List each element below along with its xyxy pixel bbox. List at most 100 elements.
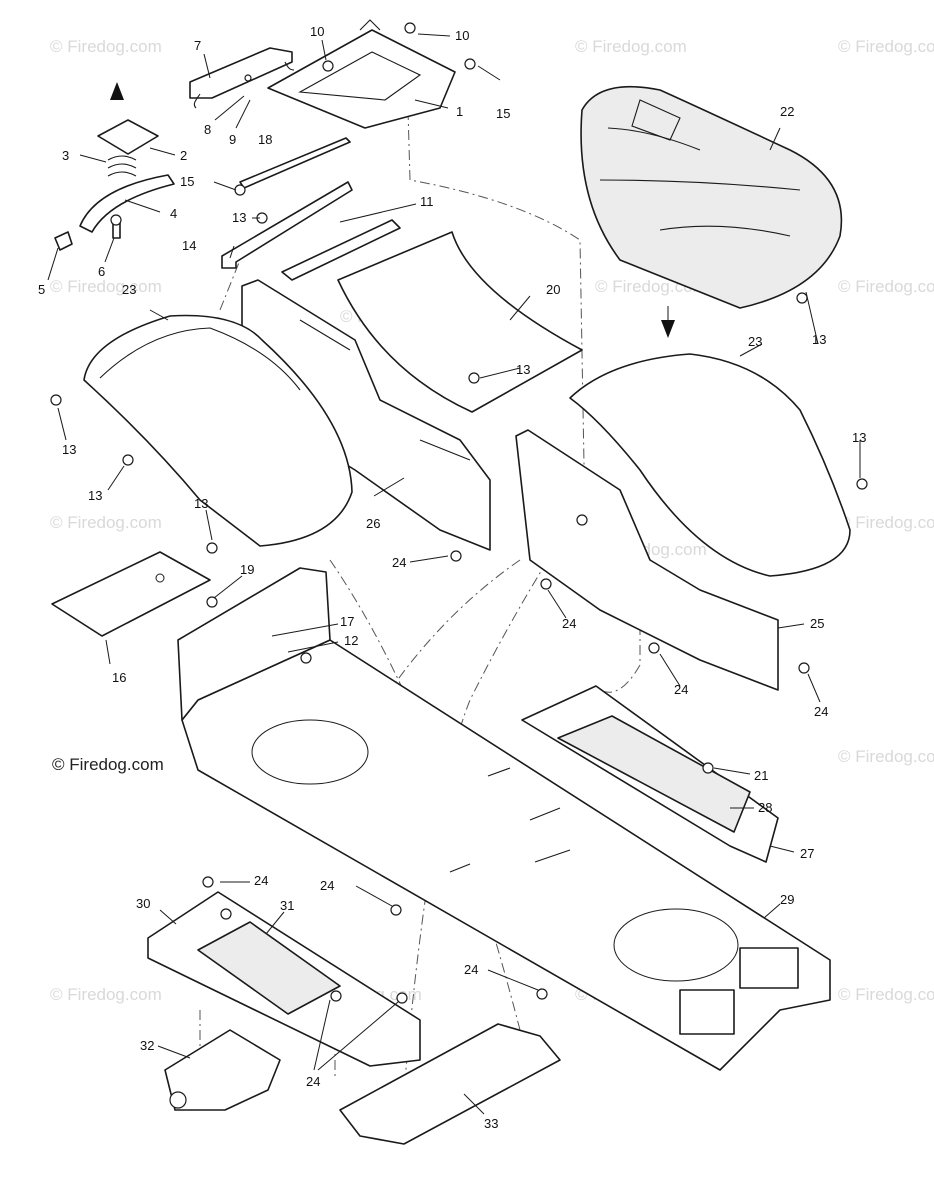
callout-16: 16 [112, 670, 126, 685]
heat-shield-1 [267, 19, 456, 129]
bolt-6 [110, 214, 122, 239]
copyright-text: © Firedog.com [52, 755, 164, 774]
callout-13: 13 [88, 488, 102, 503]
callout-11: 11 [420, 194, 434, 209]
watermark: © Firedog.com [838, 985, 934, 1004]
callout-13: 13 [232, 210, 246, 225]
nut-icon [464, 58, 476, 70]
callout-17: 17 [340, 614, 354, 629]
callout-13: 13 [852, 430, 866, 445]
nut-icon [796, 292, 808, 304]
nut-icon [540, 578, 552, 590]
watermark: © Firedog.com [838, 37, 934, 56]
pad-28 [557, 715, 751, 833]
nut-icon [404, 22, 416, 34]
callout-20: 20 [546, 282, 560, 297]
rod-18 [239, 137, 351, 189]
watermark: © Firedog.com [838, 513, 934, 532]
callout-27: 27 [800, 846, 814, 861]
callout-15: 15 [496, 106, 510, 121]
watermark: © Firedog.com [50, 37, 162, 56]
nut-icon [206, 542, 218, 554]
nut-icon [468, 372, 480, 384]
callout-8: 8 [204, 122, 211, 137]
callout-25: 25 [810, 616, 824, 631]
callout-5: 5 [38, 282, 45, 297]
callout-7: 7 [194, 38, 201, 53]
callout-22: 22 [780, 104, 794, 119]
callout-19: 19 [240, 562, 254, 577]
nut-icon [244, 74, 252, 82]
nut-icon [322, 60, 334, 72]
watermark: © Firedog.com [50, 985, 162, 1004]
callout-1: 1 [456, 104, 463, 119]
watermark: © Firedog.com [838, 747, 934, 766]
leader-lines [47, 33, 861, 1115]
watermark: © Firedog.com [50, 277, 162, 296]
callout-10: 10 [310, 24, 324, 39]
watermark: © Firedog.com [50, 513, 162, 532]
watermark: © Firedog.com [838, 277, 934, 296]
callout-6: 6 [98, 264, 105, 279]
callout-4: 4 [170, 206, 177, 221]
nut-icon [856, 478, 868, 490]
callout-24: 24 [306, 1074, 320, 1089]
callout-24: 24 [674, 682, 688, 697]
nut-icon [50, 394, 62, 406]
callout-14: 14 [182, 238, 196, 253]
down-arrow-icon [661, 320, 675, 338]
clip-5 [54, 231, 73, 251]
callout-10: 10 [455, 28, 469, 43]
callout-21: 21 [754, 768, 768, 783]
nut-icon [390, 904, 402, 916]
nut-icon [122, 454, 134, 466]
nut-icon [450, 550, 462, 562]
nut-icon [396, 992, 408, 1004]
side-panel-25 [515, 429, 779, 691]
plate-31 [197, 921, 341, 1015]
callout-13: 13 [516, 362, 530, 377]
plate-16 [51, 551, 211, 637]
callout-13: 13 [194, 496, 208, 511]
callout-13: 13 [62, 442, 76, 457]
callout-9: 9 [229, 132, 236, 147]
callout-32: 32 [140, 1038, 154, 1053]
callout-29: 29 [780, 892, 794, 907]
bracket-11 [281, 219, 401, 281]
spring-3 [107, 155, 137, 177]
bracket-7 [189, 47, 295, 109]
callout-26: 26 [366, 516, 380, 531]
callout-2: 2 [180, 148, 187, 163]
callout-3: 3 [62, 148, 69, 163]
nut-icon [220, 908, 232, 920]
callout-24: 24 [320, 878, 334, 893]
fender-23-right [569, 353, 851, 577]
callout-24: 24 [814, 704, 828, 719]
fender-23-left [83, 314, 353, 547]
watermark: © Firedog.com [575, 37, 687, 56]
nut-icon [234, 184, 246, 196]
nut-icon [206, 596, 218, 608]
callout-23: 23 [748, 334, 762, 349]
callout-28: 28 [758, 800, 772, 815]
frame-29 [177, 567, 831, 1071]
callout-12: 12 [344, 633, 358, 648]
plate-2 [97, 119, 159, 155]
callout-24: 24 [562, 616, 576, 631]
nut-icon [536, 988, 548, 1000]
hardware [50, 22, 868, 1004]
callout-23: 23 [122, 282, 136, 297]
nut-icon [648, 642, 660, 654]
callout-13: 13 [812, 332, 826, 347]
arrows [110, 82, 675, 338]
nut-icon [330, 990, 342, 1002]
nut-icon [798, 662, 810, 674]
up-arrow-icon [110, 82, 124, 100]
nut-icon [576, 514, 588, 526]
callout-24: 24 [392, 555, 406, 570]
callout-31: 31 [280, 898, 294, 913]
callout-33: 33 [484, 1116, 498, 1131]
steering-32 [164, 1029, 281, 1111]
callout-15: 15 [180, 174, 194, 189]
